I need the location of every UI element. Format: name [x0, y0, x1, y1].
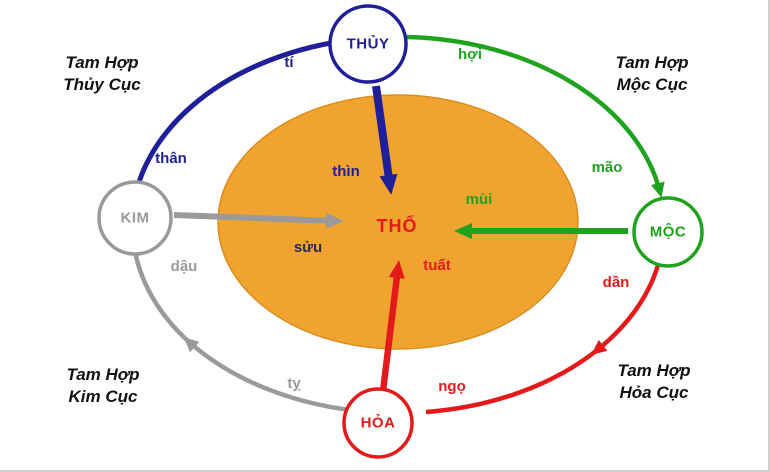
- corner-top-right-line2: Mộc Cục: [617, 75, 688, 94]
- arc-fire-to-metal: [183, 336, 371, 415]
- corner-bottom-left-line2: Kim Cục: [69, 387, 139, 406]
- corner-label-bottom-left: Tam Hợp Kim Cục: [66, 365, 139, 406]
- node-fire-label: HỎA: [361, 414, 396, 432]
- ring-label-dan: dần: [603, 274, 630, 291]
- ring-label-dau: dậu: [171, 258, 198, 275]
- corner-label-top-left: Tam Hợp Thủy Cục: [63, 53, 141, 94]
- corner-top-right-line1: Tam Hợp: [615, 53, 688, 72]
- inner-label-thin: thìn: [332, 163, 360, 180]
- node-water-circle: [328, 4, 408, 84]
- corner-top-left-line1: Tam Hợp: [65, 53, 138, 72]
- ring-label-ngo: ngọ: [438, 378, 466, 395]
- ring-label-ti: tí: [284, 54, 294, 71]
- corner-bottom-right-line1: Tam Hợp: [617, 361, 690, 380]
- arc-wood-to-fire: [591, 257, 663, 355]
- corner-label-top-right: Tam Hợp Mộc Cục: [615, 53, 688, 94]
- earth-center-disc: [217, 94, 579, 350]
- corner-label-bottom-right: Tam Hợp Hỏa Cục: [617, 361, 690, 402]
- node-fire-circle: [342, 387, 414, 459]
- inner-label-mui: mùi: [466, 191, 493, 208]
- node-wood-label: MỘC: [650, 223, 687, 241]
- corner-top-left-line2: Thủy Cục: [63, 75, 141, 94]
- node-wood-circle: [632, 196, 704, 268]
- arc-water-to-wood: [406, 34, 665, 198]
- corner-bottom-left-line1: Tam Hợp: [66, 365, 139, 384]
- ring-label-mao: mão: [592, 159, 623, 176]
- arrow-metal-to-center: [173, 212, 344, 229]
- ring-label-ty: tỵ: [287, 375, 301, 392]
- arc-wood-to-fire-tail: [425, 349, 598, 415]
- ring-label-than: thân: [155, 150, 187, 167]
- node-metal-label: KIM: [121, 210, 150, 227]
- corner-bottom-right-line2: Hỏa Cục: [620, 383, 690, 402]
- arrow-fire-to-center: [379, 260, 405, 392]
- node-water-label: THỦY: [347, 35, 390, 53]
- arc-fire-to-metal-tail: [132, 250, 190, 343]
- inner-label-tuat: tuất: [423, 257, 451, 274]
- arrow-water-to-center: [372, 85, 398, 195]
- inner-label-suu: sửu: [294, 239, 322, 256]
- center-earth-label: THỔ: [377, 215, 418, 236]
- node-metal-circle: [97, 180, 173, 256]
- ring-label-hoi: hợi: [458, 46, 482, 63]
